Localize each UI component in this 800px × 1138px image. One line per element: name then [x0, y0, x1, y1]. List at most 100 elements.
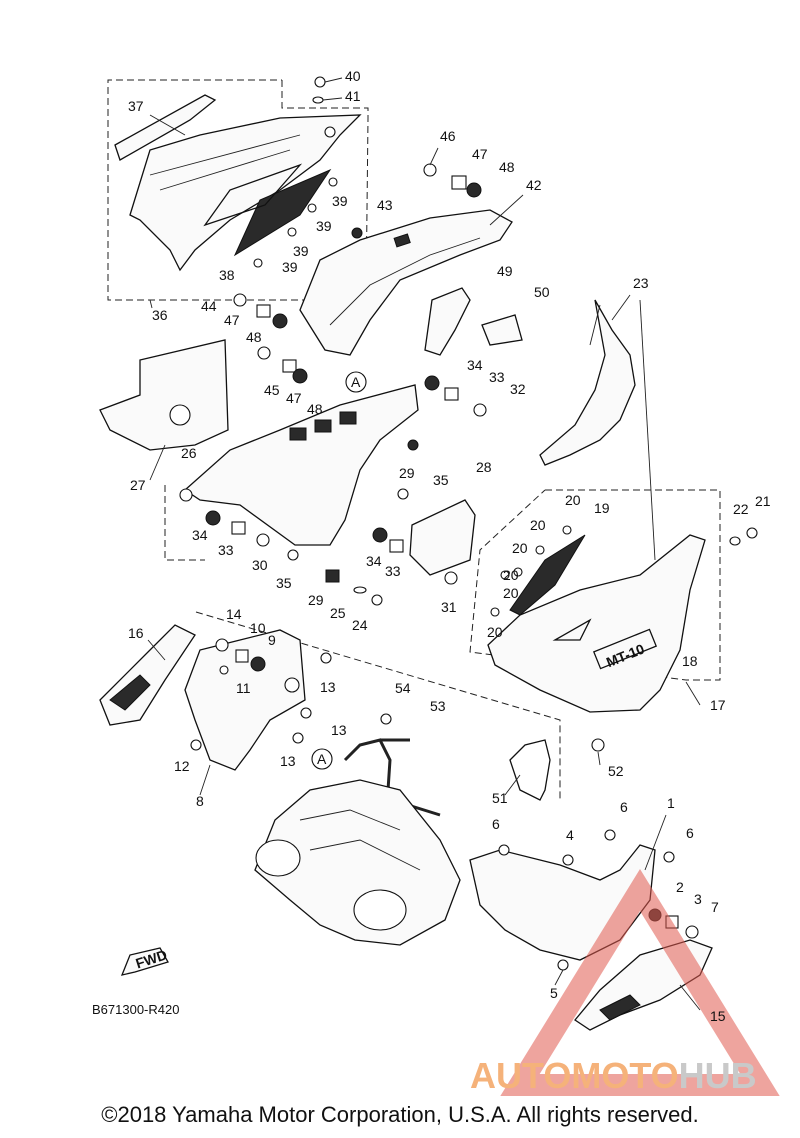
callout-27: 27 [130, 477, 146, 493]
callout-13: 13 [320, 679, 336, 695]
callout-25: 25 [330, 605, 346, 621]
callout-51: 51 [492, 790, 508, 806]
callout-18: 18 [682, 653, 698, 669]
reference-code: B671300-R420 [92, 1002, 180, 1017]
callout-37: 37 [128, 98, 144, 114]
callout-47: 47 [472, 146, 488, 162]
callout-49: 49 [497, 263, 513, 279]
callout-2: 2 [676, 879, 684, 895]
watermark-logo: AUTOMOTOHUB [470, 1058, 757, 1094]
callout-15: 15 [710, 1008, 726, 1024]
watermark-part1: AUTOMOTO [470, 1055, 679, 1096]
callout-47: 47 [286, 390, 302, 406]
leader-36 [149, 299, 153, 309]
callout-14: 14 [226, 606, 242, 622]
callout-47: 47 [224, 312, 240, 328]
callout-17: 17 [710, 697, 726, 713]
callout-41: 41 [345, 88, 361, 104]
callout-21: 21 [755, 493, 771, 509]
callout-34: 34 [192, 527, 208, 543]
callout-19: 19 [594, 500, 610, 516]
callout-20: 20 [487, 624, 503, 640]
callout-20: 20 [530, 517, 546, 533]
plate-50 [481, 314, 523, 346]
side-panel-42 [299, 209, 513, 356]
callout-33: 33 [489, 369, 505, 385]
callout-52: 52 [608, 763, 624, 779]
leader-lines [147, 77, 701, 1011]
callout-48: 48 [307, 401, 323, 417]
mesh-panel-38 [203, 163, 332, 257]
location-marker-a-lower: A [311, 748, 333, 770]
callout-6: 6 [686, 825, 694, 841]
callout-35: 35 [276, 575, 292, 591]
location-marker-a-upper: A [345, 371, 367, 393]
callout-6: 6 [620, 799, 628, 815]
marker-label: A [317, 751, 327, 767]
callout-32: 32 [510, 381, 526, 397]
side-cover-17: MT-10 [487, 534, 706, 713]
callout-48: 48 [499, 159, 515, 175]
callout-39: 39 [293, 243, 309, 259]
callout-54: 54 [395, 680, 411, 696]
marker-label: A [351, 374, 361, 390]
callout-numbers: 4041374647484243393939393836495023444748… [128, 68, 771, 1024]
callout-4: 4 [566, 827, 574, 843]
bracket-16 [99, 624, 196, 726]
callout-24: 24 [352, 617, 368, 633]
fasteners [190, 76, 758, 971]
group-box-17 [469, 489, 721, 681]
shroud-26 [179, 384, 419, 546]
bracket-51 [509, 739, 551, 801]
callout-22: 22 [733, 501, 749, 517]
group-box-lower [195, 611, 561, 800]
callout-13: 13 [280, 753, 296, 769]
callout-20: 20 [503, 585, 519, 601]
panel-37 [114, 94, 217, 161]
callout-45: 45 [264, 382, 280, 398]
callout-39: 39 [316, 218, 332, 234]
side-panel-27 [99, 339, 229, 451]
callout-12: 12 [174, 758, 190, 774]
callout-11: 11 [236, 680, 251, 696]
callout-40: 40 [345, 68, 361, 84]
callout-48: 48 [246, 329, 262, 345]
callout-46: 46 [440, 128, 456, 144]
callout-9: 9 [268, 632, 276, 648]
callout-50: 50 [534, 284, 550, 300]
callout-26: 26 [181, 445, 197, 461]
callout-33: 33 [218, 542, 234, 558]
callout-29: 29 [308, 592, 324, 608]
callout-53: 53 [430, 698, 446, 714]
callout-34: 34 [467, 357, 483, 373]
callout-39: 39 [332, 193, 348, 209]
callout-44: 44 [201, 298, 217, 314]
watermark-part2: HUB [678, 1055, 757, 1096]
callout-28: 28 [476, 459, 492, 475]
plate-28 [409, 499, 476, 576]
callout-1: 1 [667, 795, 675, 811]
callout-16: 16 [128, 625, 144, 641]
callout-6: 6 [492, 816, 500, 832]
cover-23 [539, 299, 636, 466]
group-box-36 [107, 79, 369, 301]
callout-33: 33 [385, 563, 401, 579]
callout-36: 36 [152, 307, 168, 323]
callout-38: 38 [219, 267, 235, 283]
callout-29: 29 [399, 465, 415, 481]
callout-5: 5 [550, 985, 558, 1001]
callout-20: 20 [565, 492, 581, 508]
callout-43: 43 [377, 197, 393, 213]
engine-block [254, 779, 461, 946]
callout-7: 7 [711, 899, 719, 915]
watermark-triangle-icon [500, 869, 780, 1096]
callout-42: 42 [526, 177, 542, 193]
copyright-notice: ©2018 Yamaha Motor Corporation, U.S.A. A… [101, 1102, 699, 1127]
bracket-49 [424, 287, 471, 356]
callout-31: 31 [441, 599, 457, 615]
side-cover-36 [129, 114, 362, 272]
callout-23: 23 [633, 275, 649, 291]
callout-13: 13 [331, 722, 347, 738]
callout-34: 34 [366, 553, 382, 569]
